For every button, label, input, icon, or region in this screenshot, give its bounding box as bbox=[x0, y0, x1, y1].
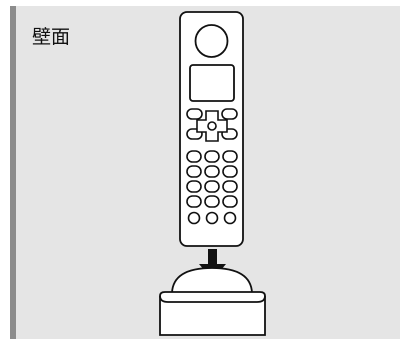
soft-key-left bbox=[186, 108, 203, 120]
key-5 bbox=[204, 165, 220, 178]
charging-base-housing bbox=[159, 291, 266, 336]
key-3 bbox=[222, 150, 238, 163]
charging-base bbox=[159, 267, 266, 336]
earpiece-icon bbox=[194, 24, 229, 58]
display-screen bbox=[189, 64, 235, 102]
round-key-left bbox=[187, 211, 201, 225]
handset-placement-illustration bbox=[159, 11, 266, 336]
wall-label: 壁面 bbox=[32, 26, 71, 48]
round-key-middle bbox=[205, 211, 219, 225]
key-1 bbox=[186, 150, 202, 163]
key-9 bbox=[222, 180, 238, 193]
key-hash bbox=[222, 195, 238, 208]
navigation-keys bbox=[186, 108, 238, 142]
dpad-center-button bbox=[207, 121, 217, 131]
wall-edge bbox=[10, 6, 16, 339]
key-2 bbox=[204, 150, 220, 163]
arrow-shaft bbox=[208, 249, 217, 266]
key-6 bbox=[222, 165, 238, 178]
key-0 bbox=[204, 195, 220, 208]
key-4 bbox=[186, 165, 202, 178]
key-star bbox=[186, 195, 202, 208]
key-8 bbox=[204, 180, 220, 193]
soft-key-right bbox=[221, 108, 238, 120]
charging-base-rim bbox=[159, 295, 266, 303]
charging-base-cradle bbox=[171, 267, 253, 294]
round-key-right bbox=[223, 211, 237, 225]
key-7 bbox=[186, 180, 202, 193]
keypad-buttons bbox=[186, 150, 238, 225]
diagram-panel: 壁面 bbox=[10, 6, 400, 339]
